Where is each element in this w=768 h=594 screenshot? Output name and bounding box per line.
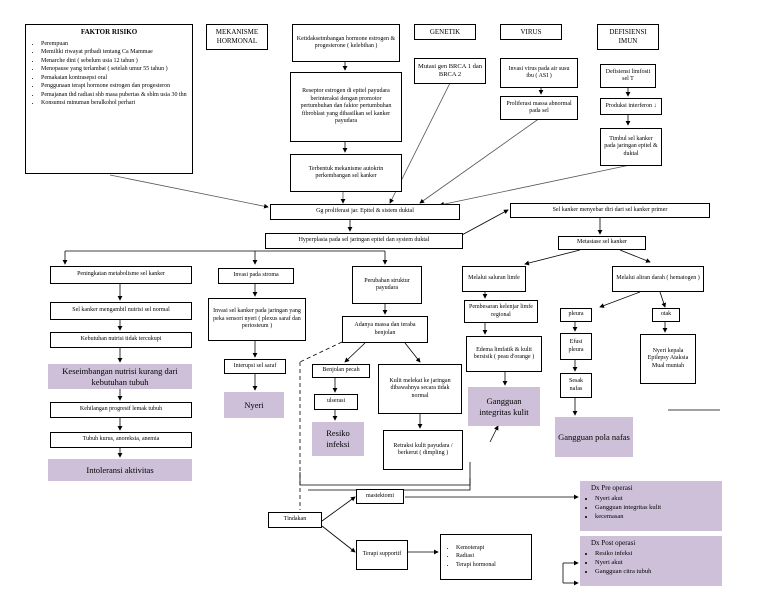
hyperplasia: Hyperplasia pada sel jaringan epitel dan… xyxy=(265,233,463,249)
list-item: Menopause yang terlambat ( setelah umur … xyxy=(41,66,187,74)
invasi-jaringan: Invasi sel kanker pada jaringan yang pek… xyxy=(208,298,306,341)
dx-infeksi: Resiko infeksi xyxy=(312,422,364,456)
timbul-sel-kanker: Timbul sel kanker pada jaringan epitel &… xyxy=(600,128,662,166)
proliferasi-massa: Proliferasi massa abnormal pada sel xyxy=(500,96,578,120)
hormon-imbalance: Ketidakseimbangan hormone estrogen & pro… xyxy=(292,24,400,62)
peningkatan-metabolisme: Peningkatan metabolisme sel kanker xyxy=(50,266,192,284)
otak: otak xyxy=(652,308,680,322)
virus-header: VIRUS xyxy=(500,24,562,40)
list-item: kecemasan xyxy=(595,513,661,521)
dx-nyeri: Nyeri xyxy=(224,392,284,418)
terapi-supportif: Terapi supportif xyxy=(356,540,408,570)
terapi-list: Kemoterapi Radiasi Terapi hormonal xyxy=(440,534,532,580)
list-item: Perempuan xyxy=(41,41,187,49)
list-item: Kemoterapi xyxy=(456,545,496,553)
dx-post-operasi: Dx Post operasi Resiko infeksi Nyeri aku… xyxy=(580,536,722,586)
interferon: Produksi interferon ↓ xyxy=(600,98,662,115)
kehilangan-lemak: Kehilangan progresif lemak tubuh xyxy=(50,402,192,418)
list-item: Memiliki riwayat pribadi tentang Ca Mamm… xyxy=(41,49,187,57)
kulit-melekat: Kulit melekat ke jaringan dibawahnya sec… xyxy=(378,364,462,414)
retraksi-kulit: Retraksi kulit payudara / berkerut ( dim… xyxy=(383,430,463,470)
faktor-risiko-list: Perempuan Memiliki riwayat pribadi tenta… xyxy=(29,40,187,109)
saluran-limfe: Melalui saluran limfe xyxy=(462,266,526,292)
pleura: pleura xyxy=(560,308,592,322)
efusi-pleura: Efusi pleura xyxy=(560,333,592,360)
defisiensi-limfosit: Defisiensi limfosit sel T xyxy=(600,64,656,88)
dx-nutrisi: Keseimbangan nutrisi kurang dari kebutuh… xyxy=(48,364,192,389)
invasi-virus: Invasi virus pada air susu ibu ( ASI ) xyxy=(500,58,578,88)
list-item: Gangguan integritas kulit xyxy=(595,504,661,512)
genetik-header: GENETIK xyxy=(414,24,476,40)
mutasi-brca: Mutasi gen BRCA 1 dan BRCA 2 xyxy=(414,58,486,84)
dx-pola-nafas: Gangguan pola nafas xyxy=(555,417,633,457)
mekanisme-header: MEKANISME HORMONAL xyxy=(206,24,268,50)
gg-proliferasi: Gg proliferasi jar. Epitel & sistem dukt… xyxy=(270,204,460,220)
ulserasi: ulserasi xyxy=(314,394,358,410)
menyebar: Sel kanker menyebar diri dari sel kanker… xyxy=(510,203,710,218)
list-item: Nyeri akut xyxy=(595,559,651,567)
list-item: Radiasi xyxy=(456,553,496,561)
hormon-receptor: Reseptor estrogen di epitel payudara ber… xyxy=(290,72,402,142)
benjolan-pecah: Benjolan pecah xyxy=(312,364,370,378)
dx-intoleransi: Intoleransi aktivitas xyxy=(48,459,192,481)
dx-integritas: Gangguan integritas kulit xyxy=(468,387,540,426)
aliran-darah: Melalui aliran darah ( hematogen ) xyxy=(612,266,704,292)
otak-gejala: Nyeri kepala Epilepsy Ataksia Mual munta… xyxy=(640,334,696,384)
pembesaran-limfe: Pembesaran kelenjar limfe regional xyxy=(464,300,538,323)
hormon-autokrin: Terbentuk mekanisme autokrin perkembanga… xyxy=(290,154,402,192)
mastektomi: mastektomi xyxy=(356,489,404,504)
list-item: Nyeri akut xyxy=(595,495,661,503)
mengambil-nutrisi: Sel kanker mengambil nutrisi sel normal xyxy=(50,302,192,320)
list-item: Pemakaian kontrasepsi oral xyxy=(41,75,187,83)
sesak-nafas: Sesak nafas xyxy=(560,373,592,398)
list-item: Menarche dini ( sebelum usia 12 tahun ) xyxy=(41,58,187,66)
list-item: Terapi hormonal xyxy=(456,562,496,570)
defisiensi-header: DEFISIENSI IMUN xyxy=(597,24,659,50)
list-item: Resiko infeksi xyxy=(595,550,651,558)
list-item: Gangguan citra tubuh xyxy=(595,568,651,576)
perubahan-struktur: Perubahan struktur payudara xyxy=(352,266,422,304)
tubuh-kurus: Tubuh kurus, anoreksia, anemia xyxy=(50,432,192,448)
tindakan: Tindakan xyxy=(268,512,322,528)
dx-post-title: Dx Post operasi xyxy=(591,539,636,547)
edema-limfatik: Edema limfatik & kulit bersisik ( peau d… xyxy=(466,336,542,372)
list-item: Penggunaan terapi hormone estrogen dan p… xyxy=(41,83,187,91)
metastase: Metastase sel kanker xyxy=(558,236,646,250)
faktor-risiko-box: FAKTOR RISIKO Perempuan Memiliki riwayat… xyxy=(25,24,193,174)
list-item: Konsumsi minuman beralkohol perhari xyxy=(41,100,187,108)
massa-benjolan: Adanya massa dan teraba benjolan xyxy=(342,316,428,343)
kebutuhan-nutrisi: Kebutuhan nutrisi tidak tercukupi xyxy=(50,332,192,348)
list-item: Pemajanan thd radiasi shb masa pubertas … xyxy=(41,92,187,100)
faktor-risiko-title: FAKTOR RISIKO xyxy=(80,28,138,36)
interupsi-saraf: Interupsi sel saraf xyxy=(224,359,286,374)
dx-pre-title: Dx Pre operasi xyxy=(591,484,633,492)
dx-pre-operasi: Dx Pre operasi Nyeri akut Gangguan integ… xyxy=(580,481,722,531)
invasi-stroma: Invasi pada stroma xyxy=(218,268,294,284)
